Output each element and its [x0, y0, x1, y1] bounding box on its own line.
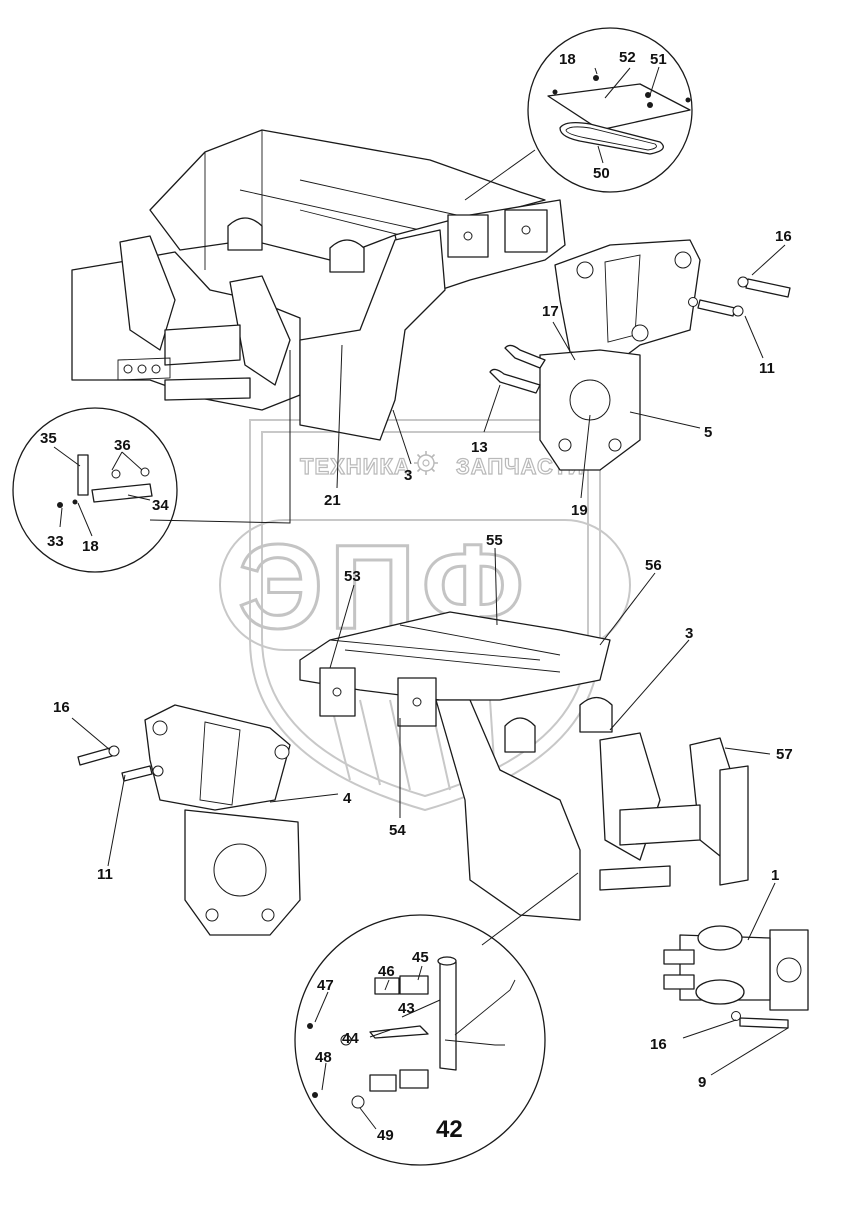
callout-5: 5 [704, 424, 712, 441]
callout-49: 49 [377, 1127, 394, 1144]
callout-21: 21 [324, 492, 341, 509]
callout-labels: 1 3 3 4 5 9 11 11 13 16 16 16 17 18 18 1… [40, 49, 793, 1144]
watermark-text-left: ТЕХНИКА [300, 454, 411, 479]
callout-11-lower: 11 [97, 866, 113, 883]
upper-frame-assembly [71, 129, 566, 441]
callout-48: 48 [315, 1049, 332, 1066]
callout-56: 56 [645, 557, 662, 574]
callout-46: 46 [378, 963, 395, 980]
callout-1: 1 [771, 867, 779, 884]
callout-35: 35 [40, 430, 57, 447]
callout-53: 53 [344, 568, 361, 585]
callout-16-top-right: 16 [775, 228, 792, 245]
detail-inset-top [464, 27, 693, 201]
callout-19: 19 [571, 502, 588, 519]
callout-13: 13 [471, 439, 488, 456]
lower-frame-assembly [299, 611, 749, 921]
callout-47: 47 [317, 977, 334, 994]
detail-inset-bottom [294, 872, 579, 1166]
callout-3-upper: 3 [404, 467, 412, 484]
callout-54: 54 [389, 822, 406, 839]
callout-3-lower: 3 [685, 625, 693, 642]
callout-44: 44 [342, 1030, 359, 1047]
callout-43: 43 [398, 1000, 415, 1017]
callout-51: 51 [650, 51, 667, 68]
callout-57: 57 [776, 746, 793, 763]
callout-17: 17 [542, 303, 559, 320]
callout-55: 55 [486, 532, 503, 549]
callout-9: 9 [698, 1074, 706, 1091]
gear-icon [414, 451, 438, 475]
callout-18-top: 18 [559, 51, 576, 68]
callout-4: 4 [343, 790, 352, 807]
side-plate-right-upper [539, 239, 701, 471]
callout-33: 33 [47, 533, 64, 550]
detail-inset-left [12, 350, 291, 573]
callout-16-left: 16 [53, 699, 70, 716]
callout-34: 34 [152, 497, 169, 514]
side-plate-left-lower [77, 704, 301, 936]
callout-16-bottom-right: 16 [650, 1036, 667, 1053]
pivot-housing [663, 925, 809, 1029]
callout-42: 42 [436, 1116, 463, 1143]
callout-11-upper: 11 [759, 360, 775, 377]
callout-45: 45 [412, 949, 429, 966]
callout-18-left: 18 [82, 538, 99, 555]
callout-50: 50 [593, 165, 610, 182]
leader-lines [53, 66, 789, 1130]
bolt-group-top-right [489, 276, 791, 394]
callout-52: 52 [619, 49, 636, 66]
callout-36: 36 [114, 437, 131, 454]
